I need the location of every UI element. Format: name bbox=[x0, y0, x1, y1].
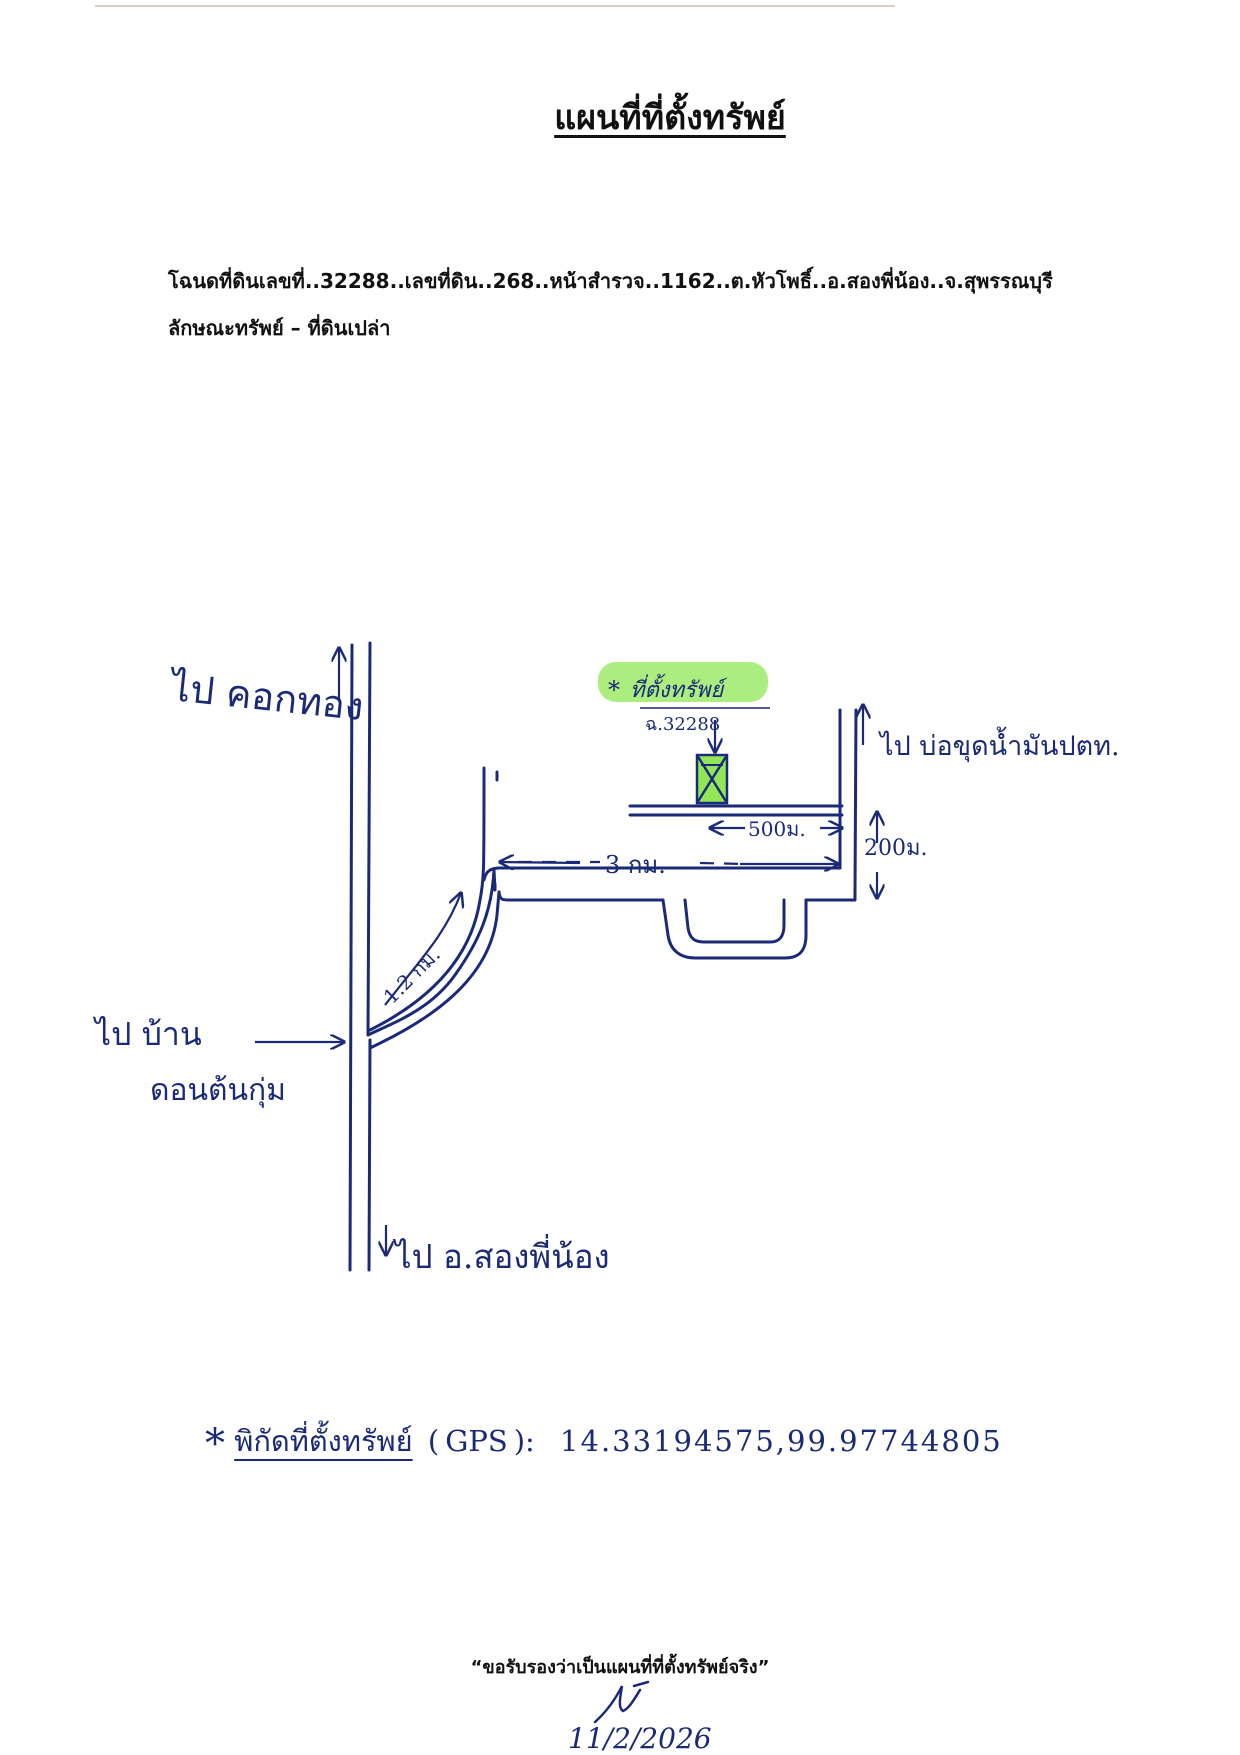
deed-info-line: โฉนดที่ดินเลขที่..32288..เลขที่ดิน..268.… bbox=[168, 269, 1053, 293]
branch-road-inner bbox=[368, 778, 486, 1032]
label-to-village-2: ดอนต้นกุ่ม bbox=[150, 1073, 286, 1109]
certification-text: “ขอรับรองว่าเป็นแผนที่ที่ตั้งทรัพย์จริง” bbox=[470, 1657, 770, 1678]
label-to-top: ไป คอกทอง bbox=[166, 665, 366, 729]
main-road-left-edge bbox=[348, 643, 354, 1272]
label-dist-200: 200ม. bbox=[864, 836, 928, 861]
label-to-bottom: ไป อ.สองพี่น้อง bbox=[392, 1234, 610, 1276]
page-title: แผนที่ที่ตั้งทรัพย์ bbox=[554, 98, 786, 138]
signature-date: 11/2/2026 bbox=[568, 1722, 712, 1755]
gps-paren-open: ( bbox=[427, 1424, 440, 1458]
label-to-right: ไป บ่อขุดน้ำมันปตท. bbox=[878, 726, 1120, 763]
signature bbox=[593, 1680, 650, 1724]
gps-line: * พิกัดที่ตั้งทรัพย์ (GPS): 14.33194575,… bbox=[205, 1418, 1003, 1467]
label-property: ที่ตั้งทรัพย์ bbox=[630, 673, 728, 703]
label-to-village-1: ไป บ้าน bbox=[92, 1015, 202, 1053]
east-road-bottom bbox=[497, 890, 665, 902]
arrow-curve bbox=[384, 893, 461, 1006]
gps-label: พิกัดที่ตั้งทรัพย์ bbox=[234, 1424, 413, 1458]
property-label-highlight bbox=[598, 662, 768, 702]
main-road-right-edge bbox=[366, 641, 497, 1037]
label-dist-500: 500ม. bbox=[748, 817, 806, 841]
gps-text: GPS bbox=[445, 1424, 508, 1458]
label-deed-no: ฉ.32288 bbox=[645, 714, 720, 735]
road-loop bbox=[661, 898, 808, 960]
property-type-line: ลักษณะทรัพย์ – ที่ดินเปล่า bbox=[168, 316, 391, 340]
gps-coordinates: 14.33194575,99.97744805 bbox=[560, 1424, 1003, 1458]
top-rule bbox=[95, 5, 895, 7]
label-dist-3km: 3 กม. bbox=[605, 851, 666, 879]
gps-paren-close: ): bbox=[513, 1424, 535, 1458]
branch-road-outer bbox=[368, 890, 501, 1050]
label-property-star: * bbox=[608, 676, 620, 704]
gps-star: * bbox=[205, 1421, 225, 1467]
